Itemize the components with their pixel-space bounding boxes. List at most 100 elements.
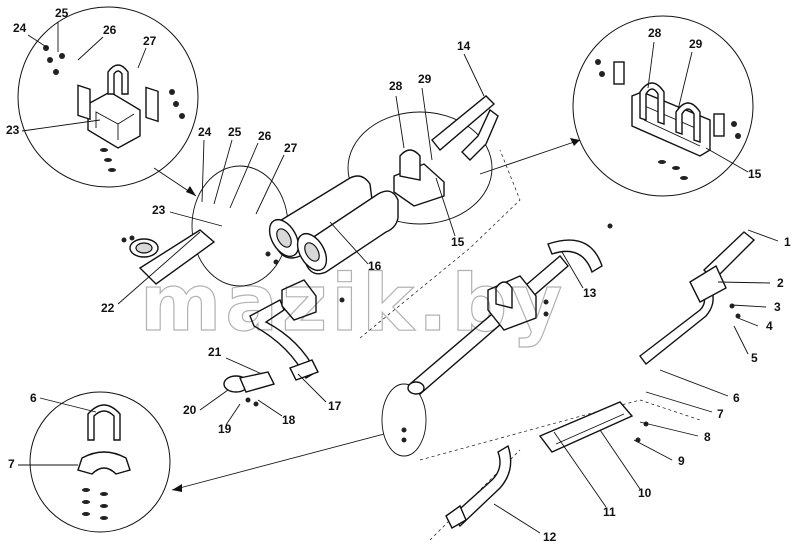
assembly-guides (359, 149, 701, 541)
u-bolt-29 (675, 102, 701, 143)
leader-line-24 (27, 34, 49, 49)
callout-7: 7 (717, 407, 724, 421)
callout-27: 27 (143, 34, 157, 48)
callout-23: 23 (152, 203, 166, 217)
leader-line-2 (717, 281, 771, 284)
intermediate-pipe-22 (129, 229, 216, 285)
leader-line-9 (633, 439, 673, 461)
callout-7: 7 (8, 457, 15, 471)
muffler-16 (268, 175, 399, 275)
callout-13: 13 (583, 286, 597, 300)
tail-pipe-14 (431, 95, 499, 161)
leader-line-29 (677, 51, 693, 111)
detail-circle-top-left (17, 6, 199, 188)
leader-line-23 (169, 211, 223, 227)
u-bolt-28 (639, 82, 665, 125)
callout-10: 10 (638, 486, 652, 500)
leader-line-21 (225, 357, 263, 375)
callout-11: 11 (603, 505, 616, 519)
leader-line-6 (659, 369, 729, 397)
callout-6: 6 (30, 391, 37, 405)
leader-line-12 (493, 503, 541, 534)
leader-line-24 (201, 139, 205, 203)
hanger-assembly-upper (393, 149, 445, 207)
watermark-text: mazik.by (140, 259, 566, 349)
leader-line-3 (731, 304, 767, 308)
leader-line-15 (435, 177, 456, 237)
leader-line-29 (421, 87, 433, 161)
leader-line-22 (117, 231, 201, 305)
callout-22: 22 (101, 301, 115, 315)
callout-29: 29 (418, 72, 432, 86)
leader-line-6 (39, 397, 97, 413)
leader-line-20 (199, 389, 229, 411)
loose-fasteners (121, 223, 741, 443)
detail-ellipse-upper-clamps (347, 111, 493, 225)
saddle-plate-26 (77, 84, 159, 123)
callout-17: 17 (328, 399, 342, 413)
leader-line-10 (599, 429, 641, 490)
callout-26: 26 (258, 129, 272, 143)
callout-1: 1 (784, 235, 791, 249)
leader-line-25 (213, 139, 233, 205)
leader-line-26 (229, 142, 259, 209)
clamp-saddle-7 (77, 451, 131, 475)
callout-21: 21 (208, 345, 222, 359)
callout-9: 9 (678, 454, 685, 468)
leader-line-1 (747, 229, 779, 242)
callout-27: 27 (284, 141, 298, 155)
callout-28: 28 (648, 26, 662, 40)
front-exhaust-pipe-1 (639, 231, 756, 365)
leader-line-28 (647, 41, 655, 89)
leader-line-11 (553, 431, 607, 508)
tail-pipe-12 (445, 444, 512, 529)
leader-line-7 (645, 391, 713, 413)
leader-line-27 (137, 47, 147, 69)
hanger-assembly-left (281, 279, 317, 321)
u-bolt-27 (107, 64, 129, 95)
callout-18: 18 (282, 413, 296, 427)
leader-line-4 (737, 317, 759, 327)
fastener-stack-bottom (82, 488, 108, 520)
hanger-assembly-center (487, 275, 537, 331)
leader-line-16 (329, 221, 369, 265)
detail-ellipse-lower-clamp (381, 383, 427, 457)
callout-8: 8 (704, 430, 711, 444)
callout-5: 5 (751, 351, 758, 365)
callout-3: 3 (774, 300, 781, 314)
callout-25: 25 (55, 6, 69, 20)
leader-line-18 (257, 399, 283, 417)
front-pipe-17 (249, 299, 319, 381)
detail-circle-top-right (572, 15, 754, 197)
callout-20: 20 (183, 403, 197, 417)
leader-line-14 (463, 53, 485, 97)
callout-4: 4 (766, 319, 773, 333)
callout-28: 28 (389, 79, 403, 93)
leader-line-23 (21, 119, 101, 132)
leader-line-5 (733, 325, 749, 355)
heat-shield-10 (538, 401, 634, 453)
detail-circle-bottom-left (29, 391, 171, 533)
callout-6: 6 (733, 391, 740, 405)
u-bolt-6 (87, 404, 121, 441)
callout-15: 15 (748, 167, 762, 181)
callout-2: 2 (777, 276, 784, 290)
callout-14: 14 (457, 39, 471, 53)
fastener-stack-right (595, 59, 741, 180)
callout-24: 24 (198, 125, 212, 139)
callout-25: 25 (228, 125, 242, 139)
callout-15: 15 (451, 235, 465, 249)
leader-line-26 (77, 36, 104, 61)
callout-29: 29 (689, 37, 703, 51)
callout-12: 12 (543, 530, 557, 544)
leader-line-17 (297, 373, 327, 403)
callout-19: 19 (218, 422, 232, 436)
callout-26: 26 (103, 23, 117, 37)
leader-line-8 (639, 421, 699, 437)
callout-16: 16 (368, 259, 382, 273)
leader-line-27 (255, 154, 285, 215)
detail-arrows (153, 138, 581, 492)
